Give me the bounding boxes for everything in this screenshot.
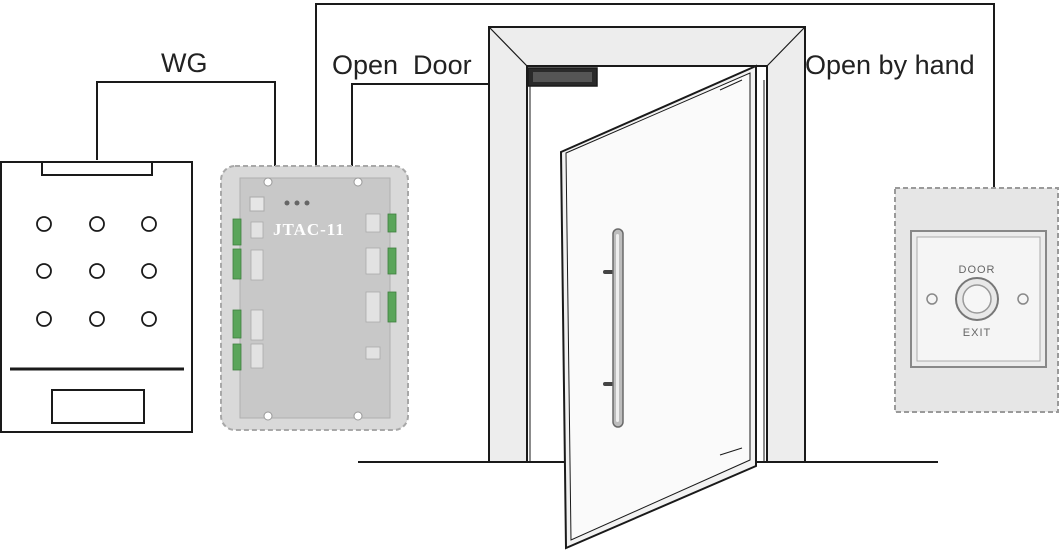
access-controller-icon: JTAC-11 bbox=[220, 165, 409, 431]
board-components bbox=[250, 213, 381, 369]
keypad-buttons bbox=[36, 216, 157, 327]
terminal-blocks-left bbox=[232, 218, 242, 371]
door-leaf bbox=[559, 64, 757, 550]
keypad-display bbox=[51, 389, 145, 424]
controller-model-label: JTAC-11 bbox=[273, 220, 345, 239]
open-door-label: Open Door bbox=[332, 50, 472, 80]
terminal-blocks-right bbox=[387, 213, 397, 323]
mounting-holes bbox=[263, 177, 363, 421]
exit-button-icon: DOOR EXIT bbox=[894, 187, 1059, 413]
lock-wire bbox=[351, 83, 528, 166]
door-handle-icon bbox=[603, 228, 624, 428]
wg-wire bbox=[96, 81, 276, 166]
keypad-reader-icon bbox=[0, 161, 193, 433]
open-by-hand-label: Open by hand bbox=[805, 50, 975, 80]
exit-button-top-text: DOOR bbox=[959, 264, 996, 276]
exit-button-bottom-text: EXIT bbox=[963, 327, 991, 339]
power-wire bbox=[315, 3, 995, 188]
status-leds bbox=[284, 200, 310, 206]
wg-label: WG bbox=[161, 48, 208, 78]
wiring-lines bbox=[96, 3, 995, 188]
magnetic-lock-icon bbox=[527, 67, 598, 87]
